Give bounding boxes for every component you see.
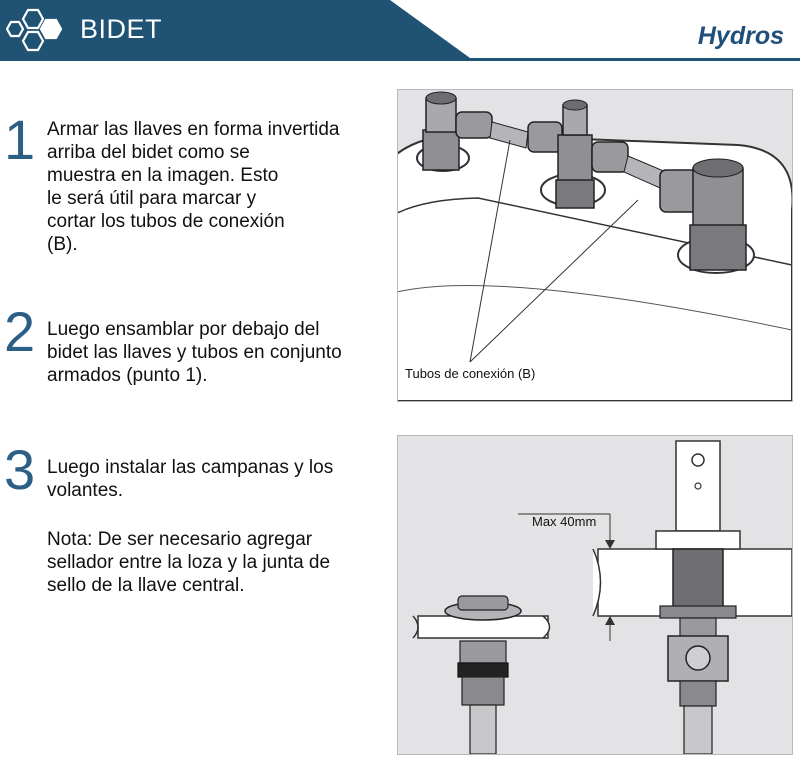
step-3: 3 Luego instalar las campanas y los vola… — [0, 442, 380, 598]
step-text: Armar las llaves en forma invertida arri… — [47, 119, 340, 255]
step-number: 2 — [4, 300, 36, 363]
label-connection-tubes: Tubos de conexión (B) — [405, 366, 536, 381]
assembly-illustration — [367, 91, 794, 402]
label-max-thickness: Max 40mm — [532, 514, 597, 529]
step-1: 1 Armar las llaves en forma invertida ar… — [0, 110, 380, 260]
page-header: BIDET Hydros — [0, 0, 800, 64]
hexagon-logo-icon — [6, 8, 63, 52]
figure-assembly: Tubos de conexión (B) — [367, 89, 794, 402]
figure-cross-section: Max 40mm — [397, 435, 793, 755]
step-number: 3 — [4, 438, 36, 501]
step-text: Luego ensamblar por debajo del bidet las… — [47, 319, 342, 386]
step-number: 1 — [4, 108, 36, 171]
step-note: Nota: De ser necesario agregar sellador … — [47, 529, 331, 596]
brand-logo: Hydros — [697, 22, 784, 50]
page-title: BIDET — [80, 14, 163, 44]
step-text: Luego instalar las campanas y los volant… — [47, 457, 334, 501]
header-rule — [0, 58, 800, 61]
header-band — [0, 0, 470, 58]
cross-section-illustration — [412, 440, 793, 755]
step-2: 2 Luego ensamblar por debajo del bidet l… — [0, 304, 380, 390]
